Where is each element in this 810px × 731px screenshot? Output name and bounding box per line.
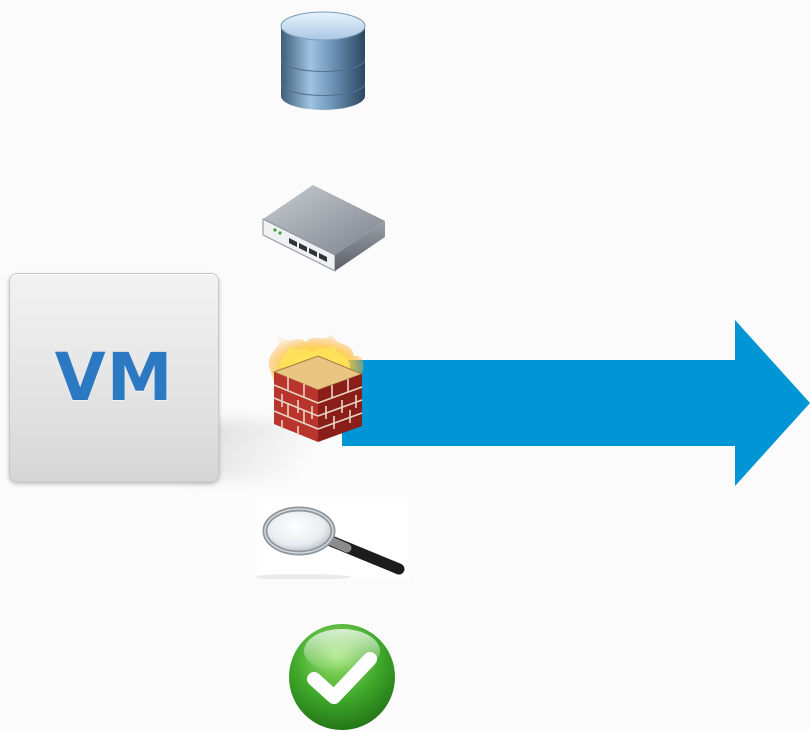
arrow-right-icon <box>330 320 810 486</box>
vm-box: VM <box>9 273 219 482</box>
checkmark-icon <box>286 621 398 731</box>
firewall-icon <box>262 330 374 446</box>
vm-label: VM <box>54 339 174 416</box>
magnifier-icon <box>257 497 409 579</box>
database-icon <box>277 8 369 114</box>
network-router-icon <box>259 183 389 275</box>
